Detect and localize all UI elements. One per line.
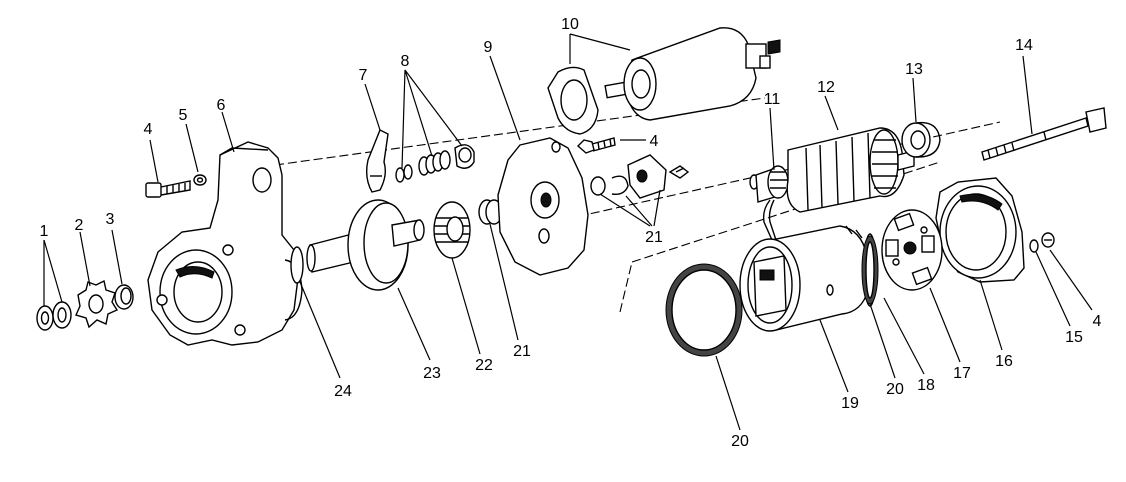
part-20-ring-large [665,263,743,357]
part-12-armature [786,127,915,213]
label-part-21-center: 21 [513,343,531,360]
label-part-15: 15 [1065,329,1083,346]
part-22-planet-gear [433,201,471,259]
part-15-washer [1029,239,1039,253]
label-part-5: 5 [179,107,188,124]
label-part-24: 24 [334,383,352,400]
label-part-20-small: 20 [886,381,904,398]
label-part-21-right: 21 [645,229,663,246]
brush-wire [762,199,777,241]
label-part-13: 13 [905,61,923,78]
part-19-stator-housing [739,225,869,332]
label-part-19: 19 [841,395,859,412]
part-20-ring-small [861,235,879,305]
part-7-shift-lever [365,129,389,193]
label-part-10: 10 [561,16,579,33]
label-part-9: 9 [484,39,493,56]
part-21-washer-set [590,154,667,199]
part-17-brush-holder [881,209,943,291]
label-part-4-left: 4 [144,121,153,138]
label-part-18: 18 [917,377,935,394]
label-part-7: 7 [359,67,368,84]
part-2-star-nut [75,279,119,329]
label-part-4-center: 4 [650,133,659,150]
part-14-through-bolt [981,107,1107,161]
part-23-drive-shaft [306,199,425,291]
part-11-pinion [749,165,789,203]
part-9-bearing-plate [497,137,589,276]
part-24-ring [290,246,304,284]
label-part-17: 17 [953,365,971,382]
label-part-20-large: 20 [731,433,749,450]
label-part-22: 22 [475,357,493,374]
part-1-circlip [36,301,72,331]
part-21-bearing-ring [478,199,503,225]
part-4-screw-right [1041,232,1055,248]
label-part-2: 2 [75,217,84,234]
label-part-11: 11 [764,91,781,108]
label-part-12: 12 [817,79,835,96]
part-number-labels: 1 2 3 4 5 6 7 8 9 10 4 11 12 13 14 21 4 … [40,16,1102,450]
label-part-3: 3 [106,211,115,228]
leader-lines [43,33,1093,431]
part-10-solenoid [547,27,781,135]
part-4-bolt-left [145,180,191,198]
part-13-bushing [901,121,941,158]
label-part-8: 8 [401,53,410,70]
label-part-16: 16 [995,353,1013,370]
label-part-23: 23 [423,365,441,382]
part-screw-small [668,165,690,179]
label-part-1: 1 [40,223,49,240]
part-16-end-cover [935,177,1025,283]
part-3-spring-ring [114,284,134,310]
part-4-bolt-center [576,137,616,154]
label-part-14: 14 [1015,37,1033,54]
label-part-4-right: 4 [1093,313,1102,330]
label-part-6: 6 [217,97,226,114]
part-5-washer [193,174,207,186]
part-8-spring-set [395,144,475,183]
part-6-drive-end-housing [147,141,303,346]
